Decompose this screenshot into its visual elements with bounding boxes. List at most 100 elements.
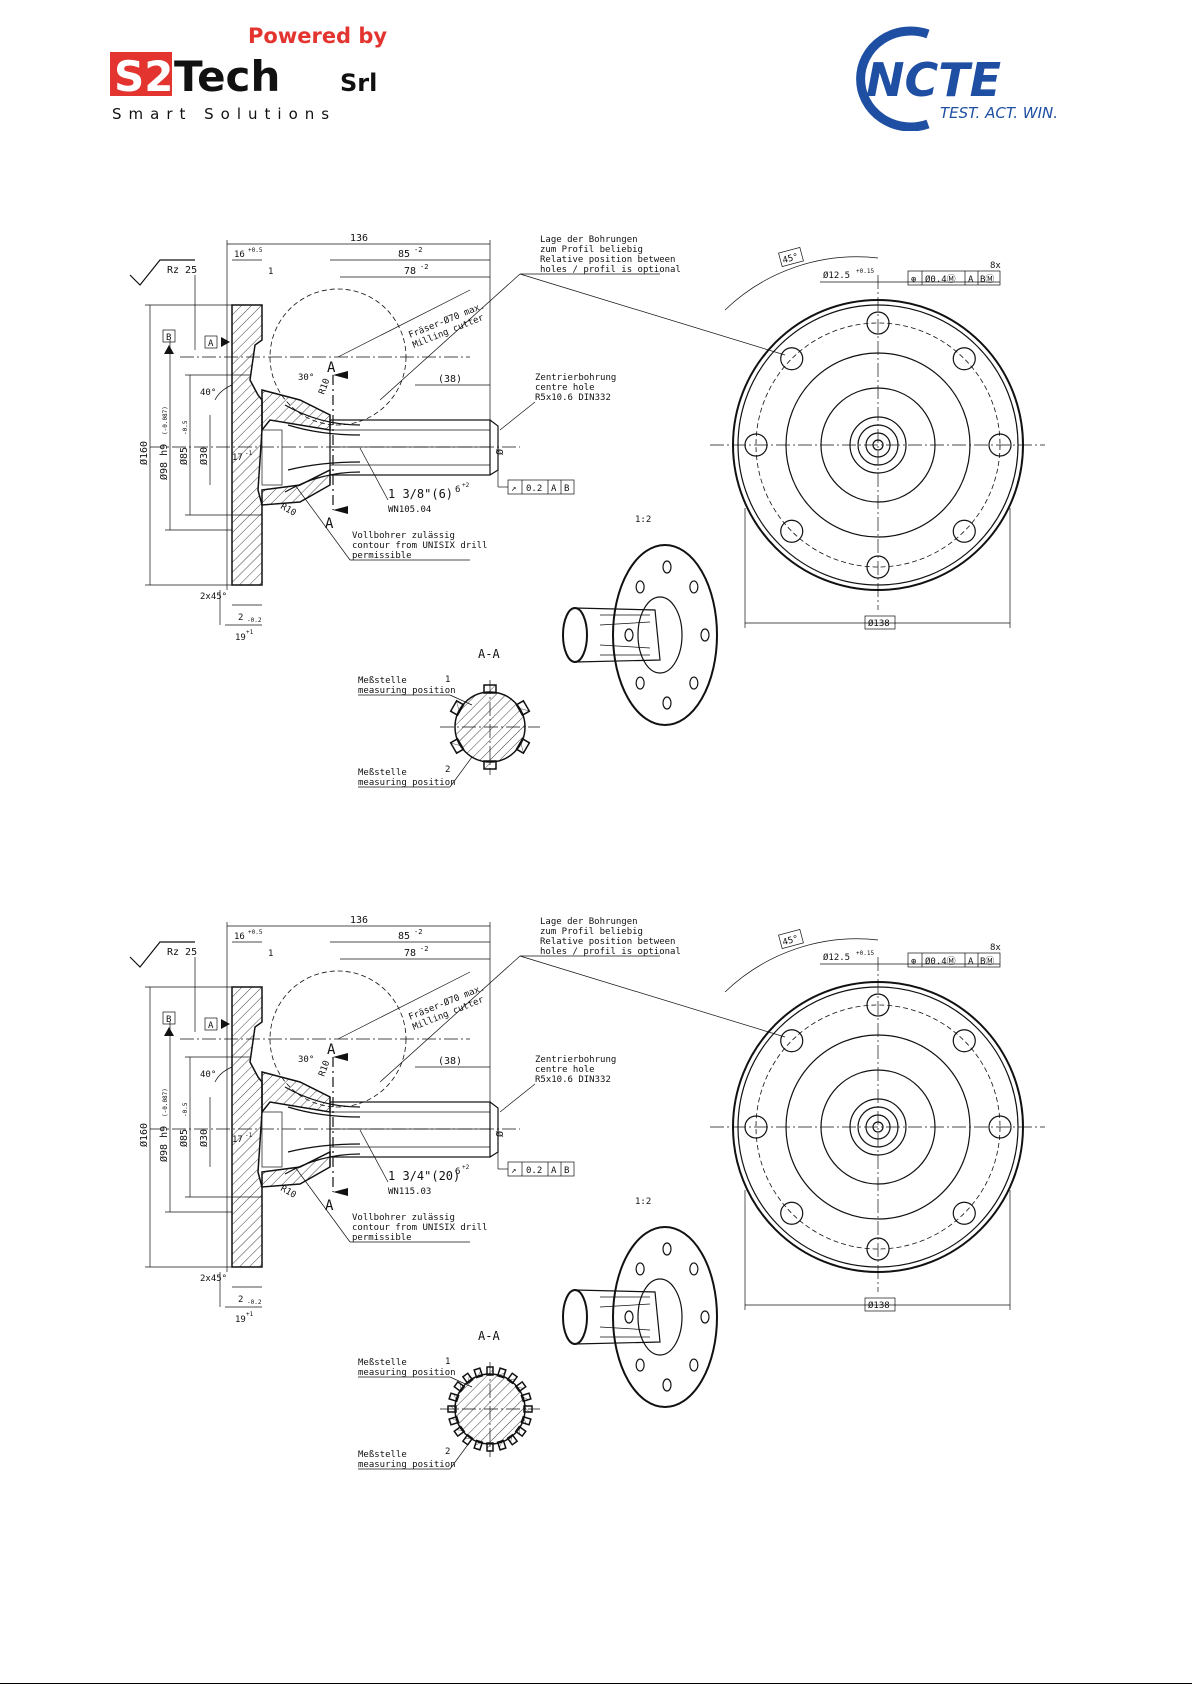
iso-bolt-hole [662, 560, 672, 574]
svg-text:-2: -2 [414, 246, 422, 254]
svg-text:Vollbohrer zulässig: Vollbohrer zulässig [352, 531, 455, 541]
tagline: Smart Solutions [112, 105, 336, 123]
spline-tooth [514, 1380, 527, 1393]
svg-text:-2: -2 [420, 263, 428, 271]
angle-30: 30° [298, 1055, 314, 1065]
svg-text:A: A [551, 484, 557, 494]
footer-rule [0, 1683, 1192, 1684]
svg-text:Vollbohrer zulässig: Vollbohrer zulässig [352, 1213, 455, 1223]
spline-tooth [515, 699, 531, 717]
position-symbol: ⊕ [911, 275, 916, 285]
svg-text:+2: +2 [462, 482, 470, 489]
svg-text:+0.15: +0.15 [856, 268, 874, 275]
spline-tooth [453, 1380, 466, 1393]
spline-line [284, 1086, 361, 1108]
bolt-hole [952, 1201, 976, 1225]
svg-text:-0.2: -0.2 [247, 1299, 262, 1306]
hole-count: 8x [990, 261, 1001, 271]
dim-19: 19 [235, 1315, 246, 1325]
svg-text:centre hole: centre hole [535, 383, 595, 393]
iso-bolt-hole [689, 676, 699, 690]
dia-end: Ø [494, 1131, 506, 1137]
svg-text:BⓂ: BⓂ [980, 956, 994, 967]
isometric-view: 1:2 [562, 515, 718, 726]
s2-mark: S2 [114, 52, 173, 101]
spline-tooth [449, 699, 465, 717]
dim-6: 6 [455, 1167, 460, 1177]
dim-1: 1 [268, 949, 273, 959]
ncte-swoosh [856, 26, 930, 131]
note-drill: Vollbohrer zulässig contour from UNISIX … [294, 1166, 487, 1243]
svg-text:Lage der Bohrungen: Lage der Bohrungen [540, 917, 638, 927]
note-centre-hole: Zentrierbohrung centre hole R5x10.6 DIN3… [499, 373, 616, 431]
front-view: Ø138 45° Ø12.5 +0.15 ⊕ Ø0.4Ⓜ A BⓂ 8x [710, 928, 1045, 1312]
spline-tooth [448, 1415, 460, 1426]
svg-text:R5x10.6 DIN332: R5x10.6 DIN332 [535, 393, 611, 403]
srl-word: Srl [340, 69, 377, 97]
dia-85: Ø85 [178, 447, 190, 465]
svg-text:contour from UNISIX drill: contour from UNISIX drill [352, 1223, 487, 1233]
iso-bolt-hole [624, 1310, 634, 1324]
flange-section [231, 304, 263, 586]
spline-tooth [483, 684, 497, 694]
iso-bolt-hole [689, 1262, 699, 1276]
powered-by-text: Powered by [248, 24, 387, 48]
spline-tooth [515, 737, 531, 755]
svg-text:Meßstelle: Meßstelle [358, 1358, 407, 1368]
dim-85: 85 [398, 249, 410, 260]
angle-45: 45° [782, 252, 800, 266]
spline-line [284, 1153, 361, 1175]
datum-a: A [208, 339, 214, 349]
radius-lower: R10 [279, 1184, 298, 1201]
section-aa: A-A Meßstelle measuring position 1 Meßst… [358, 1329, 540, 1470]
dia-30: Ø30 [198, 1129, 210, 1147]
shaft-body [329, 419, 491, 476]
bolt-hole [952, 347, 976, 371]
radius-upper: R10 [317, 1059, 332, 1078]
dia-30: Ø30 [198, 447, 210, 465]
svg-text:holes / profil is optional: holes / profil is optional [540, 265, 681, 275]
bolt-hole [780, 1201, 804, 1225]
hole-diameter: Ø12.5 [823, 270, 850, 281]
runout-symbol: ↗ [511, 1166, 516, 1176]
roughness-value: Rz 25 [167, 947, 197, 958]
dia-160: Ø160 [138, 441, 150, 465]
hub-lower [261, 1150, 331, 1188]
spline-tooth [449, 737, 465, 755]
profile-label: 1 3/4"(20) [388, 1169, 460, 1183]
hub-lower [261, 468, 331, 506]
shaft-body [329, 1101, 491, 1158]
svg-text:measuring position: measuring position [358, 778, 456, 788]
drawing-1: A A 136 85 -2 78 -2 (38) 16 +0.5 1 6 +2 … [0, 230, 1192, 864]
shaft-end [489, 419, 499, 476]
dia-end: Ø [494, 449, 506, 455]
spline-tooth [506, 1372, 519, 1385]
bolt-hole [988, 433, 1012, 457]
svg-text:+2: +2 [462, 1164, 470, 1171]
note-drill: Vollbohrer zulässig contour from UNISIX … [294, 484, 487, 561]
radius-lower: R10 [279, 502, 298, 519]
svg-text:permissible: permissible [352, 1233, 412, 1243]
dim-1: 1 [268, 267, 273, 277]
spline-tooth [523, 1405, 533, 1413]
shaft-end [489, 1101, 499, 1158]
svg-text:+0.5: +0.5 [248, 247, 263, 254]
dia-138: Ø138 [868, 1300, 890, 1311]
dia-85: Ø85 [178, 1129, 190, 1147]
dim-overall: 136 [350, 233, 368, 244]
svg-text:Zentrierbohrung: Zentrierbohrung [535, 373, 616, 383]
svg-text:BⓂ: BⓂ [980, 274, 994, 285]
bolt-hole [952, 1029, 976, 1053]
scale-label: 1:2 [635, 515, 651, 525]
front-view: Ø138 45° Ø12.5 +0.15 ⊕ Ø0.4Ⓜ A BⓂ 8x [710, 246, 1045, 630]
datum-b: B [166, 333, 171, 343]
iso-bolt-hole [700, 628, 710, 642]
profile-standard: WN105.04 [388, 505, 431, 515]
svg-text:-2: -2 [420, 945, 428, 953]
ncte-slogan: TEST. ACT. WIN. [940, 104, 1058, 122]
svg-text:measuring position: measuring position [358, 1460, 456, 1470]
iso-flange [612, 1226, 718, 1408]
svg-text:Relative position between: Relative position between [540, 937, 675, 947]
svg-text:A: A [551, 1166, 557, 1176]
spline-tooth [448, 1392, 460, 1403]
